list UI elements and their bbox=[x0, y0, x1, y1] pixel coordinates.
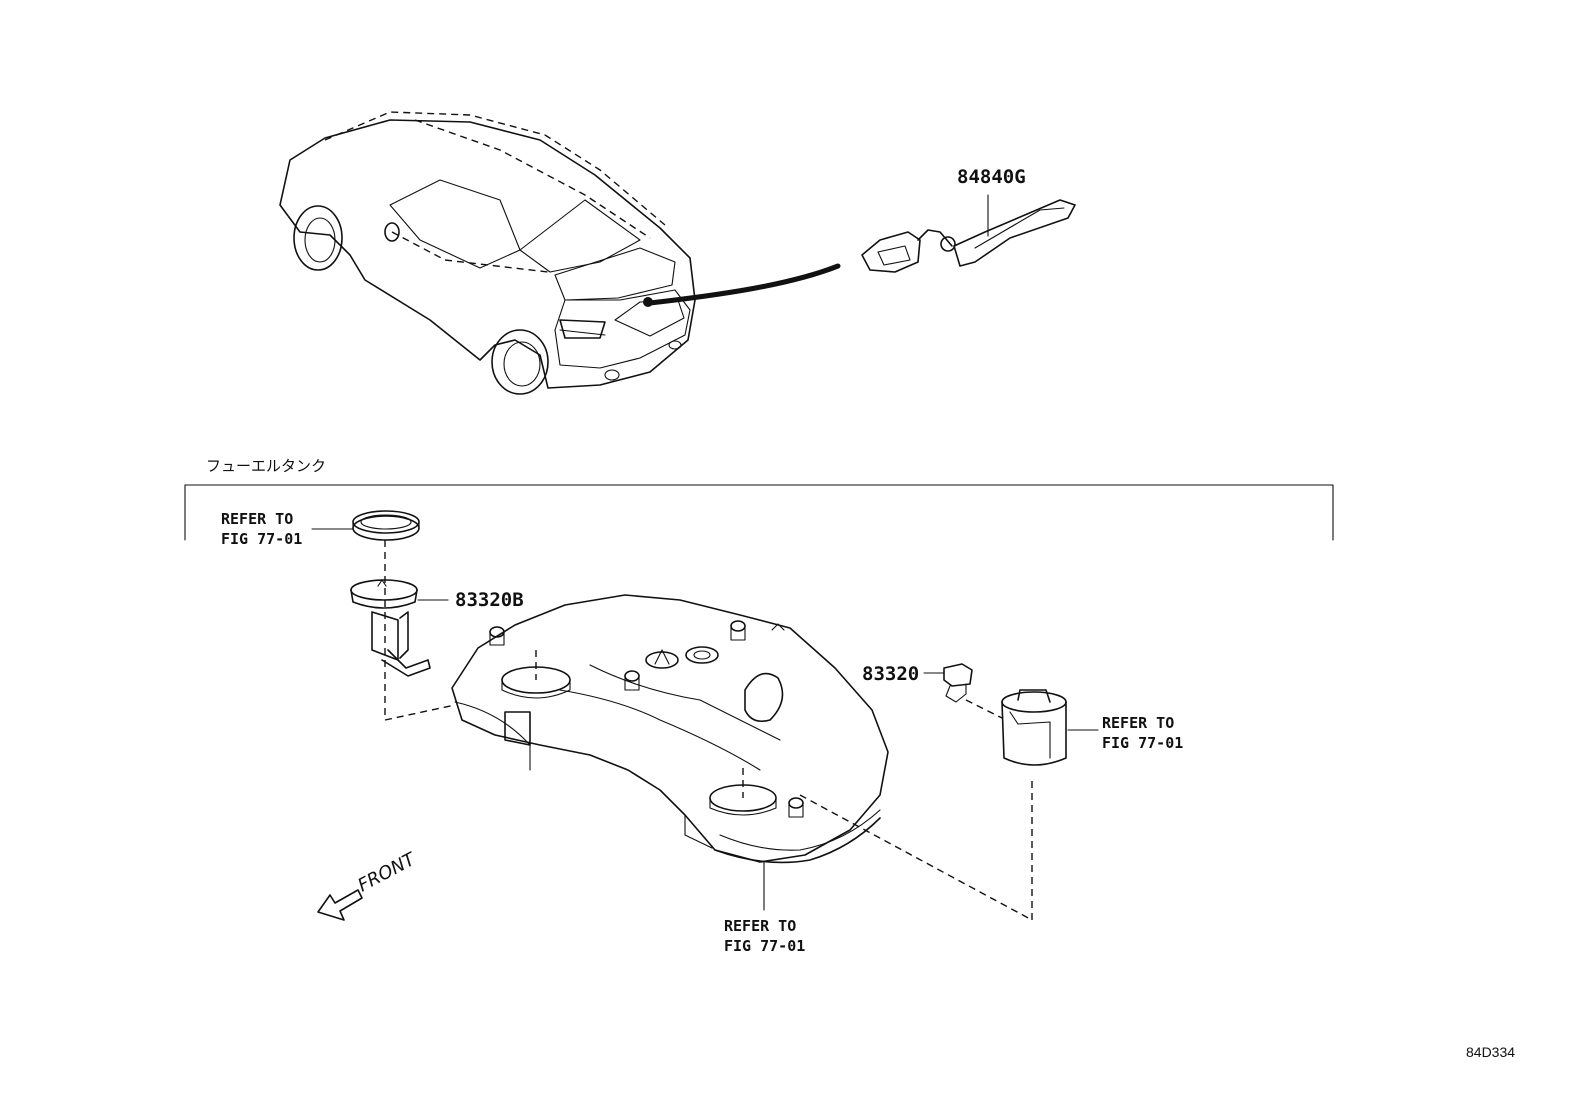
part-number-83320b: 83320B bbox=[455, 589, 524, 611]
section-bracket bbox=[184, 484, 1334, 541]
part-number-83320: 83320 bbox=[862, 663, 919, 685]
fuel-tank bbox=[451, 594, 889, 864]
part-number-84840g: 84840G bbox=[957, 166, 1026, 188]
gasket-ring bbox=[311, 510, 420, 541]
refer-label-2-line2: FIG 77-01 bbox=[1102, 734, 1183, 752]
refer-label-3-line2: FIG 77-01 bbox=[724, 937, 805, 955]
part-83320-connector bbox=[923, 663, 973, 703]
section-title: フューエルタンク bbox=[206, 457, 326, 475]
refer-label-1-line2: FIG 77-01 bbox=[221, 530, 302, 548]
fuel-pump-module bbox=[1001, 689, 1099, 766]
front-indicator-label: FRONT bbox=[354, 848, 420, 896]
refer-label-1-line1: REFER TO bbox=[221, 510, 293, 528]
front-arrow-icon bbox=[317, 889, 363, 921]
part-84840g-harness bbox=[861, 194, 1076, 273]
part-83320b-sender-gauge bbox=[350, 540, 449, 720]
refer-label-2-line1: REFER TO bbox=[1102, 714, 1174, 732]
car-illustration bbox=[279, 111, 841, 395]
figure-code: 84D334 bbox=[1466, 1044, 1515, 1060]
refer-label-3-line1: REFER TO bbox=[724, 917, 796, 935]
